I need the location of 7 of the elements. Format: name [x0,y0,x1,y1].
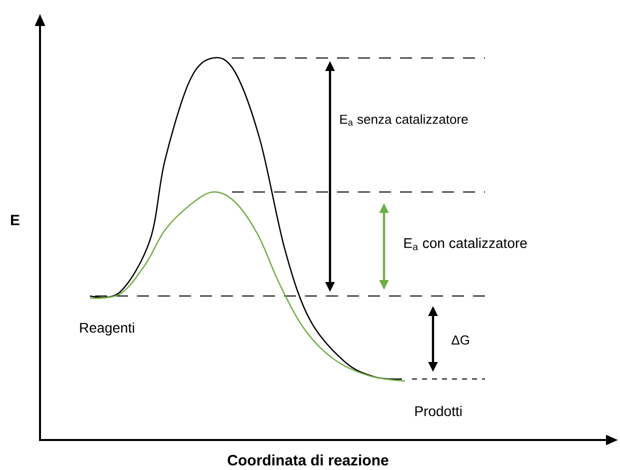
energy-label: E$_{a}$ senza catalizzatore [340,114,468,126]
axis-label: E [11,214,20,226]
axis-label: Coordinata di reazione [228,454,388,466]
level-label: Prodotti [415,406,462,416]
level-label: Reagenti [80,322,134,336]
energy-label: ΔG [452,335,470,345]
energy-label: E$_{a}$ con catalizzatore [404,238,527,250]
